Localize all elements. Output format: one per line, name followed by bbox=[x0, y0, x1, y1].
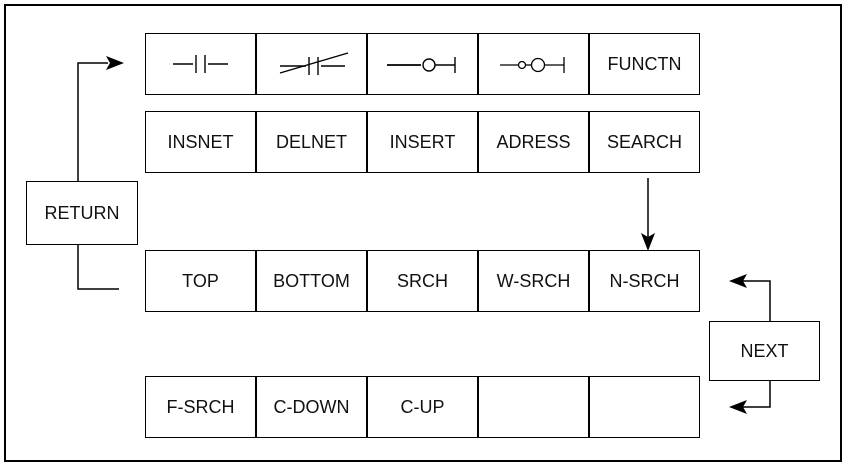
softkey-label: ADRESS bbox=[496, 131, 571, 152]
next-label: NEXT bbox=[740, 340, 789, 361]
softkey-c-down[interactable]: C-DOWN bbox=[256, 376, 367, 438]
softkey-label: TOP bbox=[182, 270, 219, 291]
softkey-contact-no[interactable] bbox=[145, 33, 256, 95]
softkey-blank-1[interactable] bbox=[478, 376, 589, 438]
diagram-frame bbox=[4, 4, 842, 462]
softkey-row-4: F-SRCH C-DOWN C-UP bbox=[145, 376, 700, 438]
return-key[interactable]: RETURN bbox=[26, 181, 138, 245]
softkey-coil-small[interactable] bbox=[478, 33, 589, 95]
softkey-coil[interactable] bbox=[367, 33, 478, 95]
softkey-n-srch[interactable]: N-SRCH bbox=[589, 250, 700, 312]
softkey-label: F-SRCH bbox=[166, 396, 235, 417]
softkey-srch[interactable]: SRCH bbox=[367, 250, 478, 312]
softkey-row-3: TOP BOTTOM SRCH W-SRCH N-SRCH bbox=[145, 250, 700, 312]
softkey-label: FUNCTN bbox=[607, 53, 682, 74]
coil-small-icon bbox=[499, 57, 565, 73]
softkey-label: N-SRCH bbox=[609, 270, 680, 291]
softkey-adress[interactable]: ADRESS bbox=[478, 111, 589, 173]
return-label: RETURN bbox=[44, 202, 120, 223]
softkey-label: INSERT bbox=[389, 131, 456, 152]
softkey-row-1: FUNCTN bbox=[145, 33, 700, 95]
softkey-label: SRCH bbox=[396, 270, 448, 291]
softkey-w-srch[interactable]: W-SRCH bbox=[478, 250, 589, 312]
softkey-functn[interactable]: FUNCTN bbox=[589, 33, 700, 95]
softkey-contact-nc[interactable] bbox=[256, 33, 367, 95]
softkey-insnet[interactable]: INSNET bbox=[145, 111, 256, 173]
softkey-label: C-DOWN bbox=[273, 396, 350, 417]
softkey-label: BOTTOM bbox=[273, 270, 350, 291]
softkey-top[interactable]: TOP bbox=[145, 250, 256, 312]
softkey-label: DELNET bbox=[275, 131, 347, 152]
contact-nc-icon bbox=[279, 52, 348, 75]
softkey-label: SEARCH bbox=[606, 131, 682, 152]
softkey-label: INSNET bbox=[167, 131, 234, 152]
softkey-delnet[interactable]: DELNET bbox=[256, 111, 367, 173]
contact-no-icon bbox=[172, 55, 228, 73]
softkey-blank-2[interactable] bbox=[589, 376, 700, 438]
coil-icon bbox=[386, 57, 456, 73]
softkey-insert[interactable]: INSERT bbox=[367, 111, 478, 173]
softkey-label: W-SRCH bbox=[496, 270, 571, 291]
softkey-f-srch[interactable]: F-SRCH bbox=[145, 376, 256, 438]
softkey-search[interactable]: SEARCH bbox=[589, 111, 700, 173]
softkey-bottom[interactable]: BOTTOM bbox=[256, 250, 367, 312]
next-key[interactable]: NEXT bbox=[709, 321, 820, 381]
softkey-label: C-UP bbox=[400, 396, 445, 417]
softkey-c-up[interactable]: C-UP bbox=[367, 376, 478, 438]
softkey-row-2: INSNET DELNET INSERT ADRESS SEARCH bbox=[145, 111, 700, 173]
